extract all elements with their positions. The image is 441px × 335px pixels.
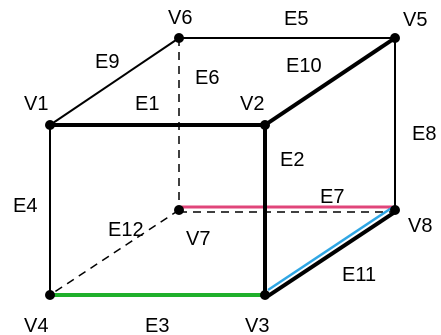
- vertex-label-v6: V6: [168, 7, 192, 29]
- vertex-v1-dot: [45, 120, 55, 130]
- edge-label-e2: E2: [280, 149, 304, 171]
- edge-label-e4: E4: [13, 195, 37, 217]
- vertex-v7-dot: [174, 205, 184, 215]
- edge-label-e7: E7: [320, 186, 344, 208]
- edge-e11: [267, 205, 394, 292]
- edge-e11-base: [263, 210, 397, 300]
- edge-label-e8: E8: [412, 123, 436, 145]
- vertex-label-v3: V3: [245, 315, 269, 335]
- edge-e10: [263, 36, 397, 127]
- vertex-label-v8: V8: [408, 215, 432, 237]
- edge-e9: [49, 37, 180, 126]
- vertex-v3-dot: [260, 290, 270, 300]
- vertex-v5-dot: [390, 33, 400, 43]
- edge-label-e12: E12: [108, 219, 144, 241]
- vertex-v4-dot: [45, 290, 55, 300]
- edge-label-e9: E9: [95, 51, 119, 73]
- vertex-label-v7: V7: [186, 228, 210, 250]
- edge-label-e10: E10: [286, 55, 322, 77]
- vertex-label-v2: V2: [240, 93, 264, 115]
- vertex-v2-dot: [260, 120, 270, 130]
- vertex-label-v4: V4: [24, 315, 48, 335]
- vertex-label-v1: V1: [24, 93, 48, 115]
- edge-label-e6: E6: [195, 67, 219, 89]
- edge-e12: [49, 209, 180, 296]
- edge-label-e3: E3: [145, 315, 169, 335]
- vertex-v6-dot: [174, 33, 184, 43]
- vertex-v8-dot: [390, 205, 400, 215]
- edge-label-e5: E5: [284, 8, 308, 30]
- edge-label-e11: E11: [342, 264, 376, 286]
- vertex-label-v5: V5: [403, 9, 427, 31]
- edge-label-e1: E1: [135, 93, 159, 115]
